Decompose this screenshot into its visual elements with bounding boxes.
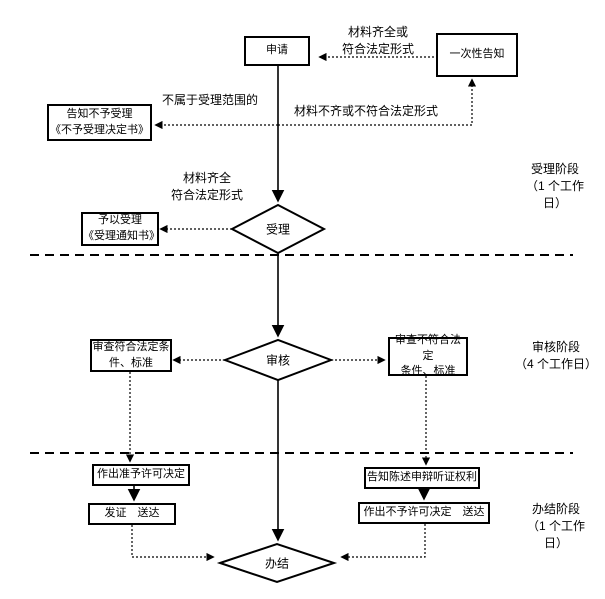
accept-diamond-label: 受理 [265, 222, 291, 237]
issue-deliver-box: 发证 送达 [88, 503, 176, 525]
label-not-in-acceptance-scope: 不属于受理范围的 [161, 93, 258, 107]
deny-decision-box: 作出不予许可决定 送达 [358, 502, 490, 524]
finish-diamond-label: 办结 [264, 556, 290, 571]
one-time-notice-box: 一次性告知 [436, 33, 518, 77]
notify-rejection-box: 告知不予受理 《不予受理决定书》 [47, 104, 152, 141]
label-material-complete-or-legal: 材料齐全或 符合法定形式 [341, 25, 414, 57]
label-material-complete: 材料齐全 符合法定形式 [170, 171, 243, 203]
apply-box: 申请 [244, 36, 310, 66]
edge-apply-to-notice [278, 78, 477, 126]
accept-diamond [229, 203, 327, 255]
accept-notice-box: 予以受理 《受理通知书》 [81, 212, 160, 246]
review-pass-box: 审查符合法定条 件、标准 [90, 339, 172, 372]
stage-label-review: 审核阶段 （4 个工作日） [514, 340, 597, 372]
stage-label-acceptance: 受理阶段 （1 个工作 日） [525, 162, 584, 211]
review-diamond [222, 338, 334, 382]
edge-deny-to-finish [340, 524, 426, 562]
review-diamond-label: 审核 [265, 353, 291, 368]
finish-diamond [216, 542, 338, 584]
grant-decision-box: 作出准予许可决定 [92, 464, 190, 486]
hearing-rights-box: 告知陈述申辩听证权利 [364, 467, 480, 489]
edge-issue-to-finish [131, 525, 215, 562]
review-fail-box: 审查不符合法定 条件、标准 [388, 334, 468, 377]
stage-label-completion: 办结阶段 （1 个工作 日） [526, 502, 585, 551]
label-material-incomplete: 材料不齐或不符合法定形式 [293, 104, 438, 118]
